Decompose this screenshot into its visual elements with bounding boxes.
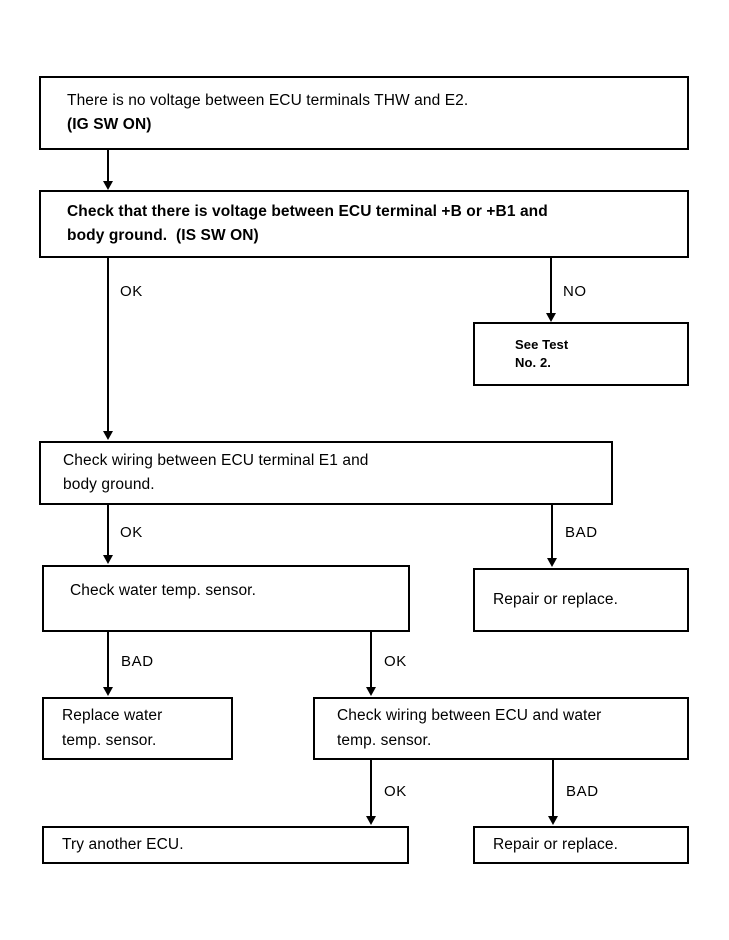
connector-start-to-check-b: [107, 150, 109, 183]
node-replace-water-temp-sensor-line-2: temp. sensor.: [62, 731, 157, 749]
arrowhead-check-e1-wiring: [103, 431, 113, 440]
arrowhead-repair-or-replace-upper: [547, 558, 557, 567]
connector-check-b-no: [550, 258, 552, 316]
edge-label-check-b-no: NO: [563, 283, 587, 300]
node-check-b-voltage: Check that there is voltage between ECU …: [39, 190, 689, 258]
connector-e1-bad: [551, 505, 553, 560]
node-replace-water-temp-sensor-line-1: Replace water: [62, 707, 163, 725]
node-replace-water-temp-sensor: Replace water temp. sensor.: [42, 697, 233, 760]
arrowhead-see-test-2: [546, 313, 556, 322]
edge-label-e1-bad: BAD: [565, 524, 598, 541]
node-check-b-voltage-line-2: body ground. (IS SW ON): [67, 227, 259, 244]
node-see-test-2-line-2: No. 2.: [515, 355, 551, 370]
connector-sensor-bad: [107, 632, 109, 689]
edge-label-check-b-ok: OK: [120, 283, 143, 300]
node-try-another-ecu: Try another ECU.: [42, 826, 409, 864]
node-check-b-voltage-line-1: Check that there is voltage between ECU …: [67, 202, 548, 220]
edge-label-sensor-ok: OK: [384, 653, 407, 670]
connector-sensor-ok: [370, 632, 372, 689]
arrowhead-check-ecu-sensor-wiring: [366, 687, 376, 696]
edge-label-e1-ok: OK: [120, 524, 143, 541]
connector-wiring-bad: [552, 760, 554, 818]
arrowhead-replace-water-temp-sensor: [103, 687, 113, 696]
connector-check-b-ok: [107, 258, 109, 433]
node-check-water-temp-sensor: Check water temp. sensor.: [42, 565, 410, 632]
arrowhead-repair-or-replace-lower: [548, 816, 558, 825]
node-check-ecu-sensor-wiring-line-1: Check wiring between ECU and water: [337, 707, 602, 725]
node-check-ecu-sensor-wiring: Check wiring between ECU and water temp.…: [313, 697, 689, 760]
node-repair-or-replace-upper-line-1: Repair or replace.: [493, 590, 618, 608]
node-check-ecu-sensor-wiring-line-2: temp. sensor.: [337, 731, 432, 749]
connector-wiring-ok: [370, 760, 372, 818]
edge-label-sensor-bad: BAD: [121, 653, 154, 670]
arrowhead-check-b: [103, 181, 113, 190]
node-check-e1-wiring-line-2: body ground.: [63, 476, 155, 493]
edge-label-wiring-ok: OK: [384, 783, 407, 800]
arrowhead-check-water-temp-sensor: [103, 555, 113, 564]
edge-label-wiring-bad: BAD: [566, 783, 599, 800]
node-repair-or-replace-upper: Repair or replace.: [473, 568, 689, 632]
connector-e1-ok: [107, 505, 109, 557]
arrowhead-try-another-ecu: [366, 816, 376, 825]
node-see-test-2: See Test No. 2.: [473, 322, 689, 386]
node-repair-or-replace-lower: Repair or replace.: [473, 826, 689, 864]
node-try-another-ecu-line-1: Try another ECU.: [62, 835, 184, 853]
node-check-e1-wiring-line-1: Check wiring between ECU terminal E1 and: [63, 451, 369, 469]
node-check-e1-wiring: Check wiring between ECU terminal E1 and…: [39, 441, 613, 505]
node-check-water-temp-sensor-line-1: Check water temp. sensor.: [70, 582, 256, 599]
node-start-line-2: (IG SW ON): [67, 116, 152, 133]
node-see-test-2-line-1: See Test: [515, 337, 569, 353]
node-start: There is no voltage between ECU terminal…: [39, 76, 689, 150]
node-repair-or-replace-lower-line-1: Repair or replace.: [493, 835, 618, 853]
node-start-line-1: There is no voltage between ECU terminal…: [67, 91, 469, 109]
